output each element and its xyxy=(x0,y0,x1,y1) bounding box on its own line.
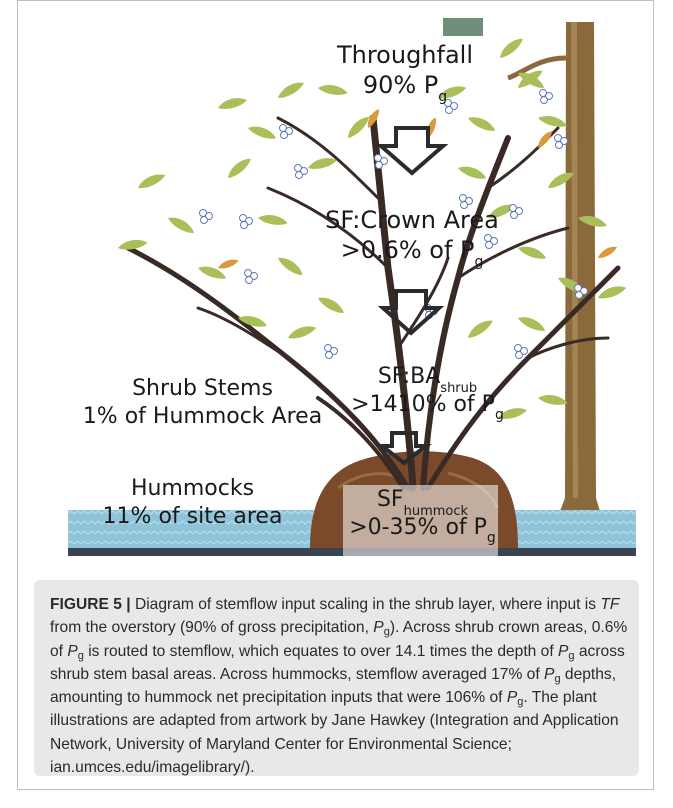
basal-area-label: SF:BAshrub >1410% of Pg xyxy=(335,363,520,418)
figure-label: FIGURE 5 | xyxy=(50,596,131,613)
crown-area-value: >0.6% of Pg xyxy=(312,235,512,265)
crown-area-label: SF:Crown Area >0.6% of Pg xyxy=(312,205,512,265)
shrub-branches xyxy=(128,118,618,488)
shrub-stems-label: Shrub Stems 1% of Hummock Area xyxy=(60,375,345,430)
shrub-stems-title: Shrub Stems xyxy=(60,375,345,403)
throughfall-value: 90% Pg xyxy=(320,70,490,100)
crown-area-title: SF:Crown Area xyxy=(312,205,512,235)
hummocks-value: 11% of site area xyxy=(85,503,300,531)
hummocks-title: Hummocks xyxy=(85,475,300,503)
basal-area-title: SF:BAshrub xyxy=(335,363,520,391)
throughfall-arrow xyxy=(381,128,443,173)
throughfall-title: Throughfall xyxy=(320,40,490,70)
hummock-sf-title: SFhummock xyxy=(340,486,505,514)
hummock-sf-label: SFhummock >0-35% of Pg xyxy=(340,486,505,541)
figure-caption: FIGURE 5 | Diagram of stemflow input sca… xyxy=(50,593,630,779)
throughfall-label: Throughfall 90% Pg xyxy=(320,40,490,100)
hummocks-label: Hummocks 11% of site area xyxy=(85,475,300,530)
shrub-stems-value: 1% of Hummock Area xyxy=(60,403,345,431)
basal-area-value: >1410% of Pg xyxy=(335,391,520,419)
